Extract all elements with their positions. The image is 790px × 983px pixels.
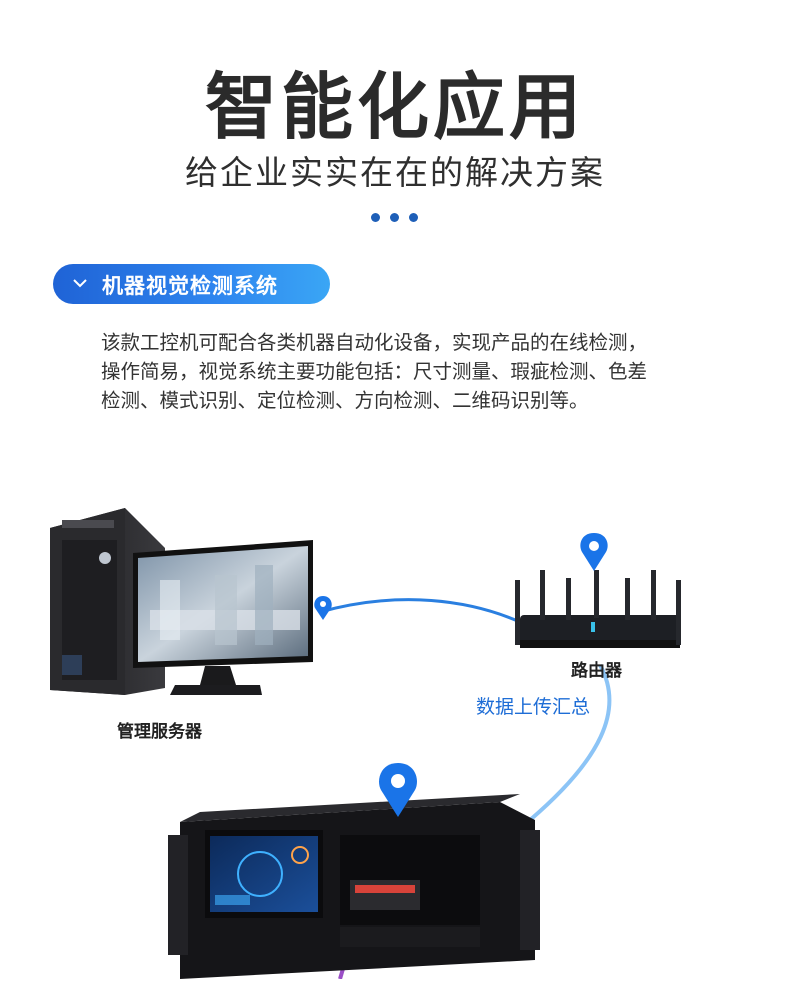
location-pin-icon <box>314 596 332 620</box>
upload-label: 数据上传汇总 <box>476 696 591 718</box>
page-title: 智能化应用 <box>204 65 585 149</box>
description-line: 检测、模式识别、定位检测、方向检测、二维码识别等。 <box>101 389 589 412</box>
dot <box>409 213 418 222</box>
dot <box>371 213 380 222</box>
location-pin-icon <box>580 533 608 571</box>
router-label: 路由器 <box>571 661 622 681</box>
description-line: 该款工控机可配合各类机器自动化设备，实现产品的在线检测， <box>101 331 648 354</box>
page-subtitle: 给企业实实在在的解决方案 <box>185 153 605 192</box>
description: 该款工控机可配合各类机器自动化设备，实现产品的在线检测， 操作简易，视觉系统主要… <box>101 328 701 415</box>
server-label: 管理服务器 <box>117 722 202 742</box>
section-pill-label: 机器视觉检测系统 <box>102 274 278 298</box>
diagram-canvas <box>50 508 681 980</box>
connection-line <box>319 598 521 624</box>
decorative-dots <box>371 213 419 225</box>
section-pill: 机器视觉检测系统 <box>53 264 330 304</box>
network-diagram: 管理服务器 路由器 数据上传汇总 <box>0 440 790 980</box>
location-pin-icon <box>379 763 417 817</box>
chevron-down-icon <box>73 279 87 288</box>
monitor <box>133 540 313 695</box>
dot <box>390 213 399 222</box>
description-line: 操作简易，视觉系统主要功能包括：尺寸测量、瑕疵检测、色差 <box>101 360 648 383</box>
connection-line <box>528 664 612 822</box>
industrial-pc <box>168 794 540 979</box>
router <box>515 570 681 648</box>
